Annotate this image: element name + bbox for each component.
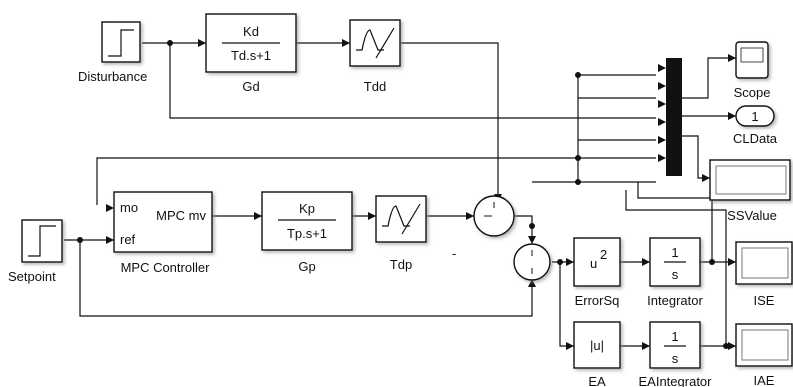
integrator-block[interactable]: 1 s Integrator xyxy=(647,237,703,308)
eaintegrator-label: EAIntegrator xyxy=(639,374,713,387)
tdp-block[interactable]: Tdp xyxy=(375,195,427,272)
gp-denominator: Tp.s+1 xyxy=(287,226,327,241)
disturbance-label: Disturbance xyxy=(78,69,147,84)
errorsq-block[interactable]: u 2 ErrorSq xyxy=(573,237,621,308)
disturbance-block[interactable]: Disturbance xyxy=(78,21,147,84)
integrator-label: Integrator xyxy=(647,293,703,308)
scope-block[interactable]: Scope xyxy=(734,41,771,100)
gp-numerator: Kp xyxy=(299,201,315,216)
mpc-mo-port: mo xyxy=(120,200,138,215)
gd-denominator: Td.s+1 xyxy=(231,48,271,63)
eaintegrator-denominator: s xyxy=(672,351,679,366)
setpoint-label: Setpoint xyxy=(8,269,56,284)
sum1-block[interactable]: - xyxy=(452,195,515,261)
gd-block[interactable]: Kd Td.s+1 Gd xyxy=(205,13,297,94)
gd-label: Gd xyxy=(242,79,259,94)
gp-block[interactable]: Kp Tp.s+1 Gp xyxy=(261,191,353,274)
gp-label: Gp xyxy=(298,259,315,274)
errorsq-label: ErrorSq xyxy=(575,293,620,308)
mpc-controller-label: MPC Controller xyxy=(121,260,211,275)
errorsq-u-symbol: u xyxy=(590,256,597,271)
tdd-block[interactable]: Tdd xyxy=(349,19,401,94)
junction-dots xyxy=(77,40,729,349)
gd-numerator: Kd xyxy=(243,24,259,39)
iae-block[interactable]: IAE xyxy=(735,323,793,387)
ea-block[interactable]: |u| EA xyxy=(573,321,621,387)
ise-block[interactable]: ISE xyxy=(735,241,793,308)
scope-label: Scope xyxy=(734,85,771,100)
arrowheads xyxy=(106,39,736,350)
sum2-block[interactable] xyxy=(513,243,551,281)
eaintegrator-numerator: 1 xyxy=(671,329,678,344)
ea-content: |u| xyxy=(590,338,604,353)
tdd-label: Tdd xyxy=(364,79,386,94)
iae-label: IAE xyxy=(754,373,775,387)
ise-label: ISE xyxy=(754,293,775,308)
cldata-label: CLData xyxy=(733,131,778,146)
ssvalue-label: SSValue xyxy=(727,208,777,223)
ssvalue-block[interactable]: SSValue xyxy=(709,159,791,223)
setpoint-block[interactable]: Setpoint xyxy=(8,219,63,284)
mpc-controller-block[interactable]: mo ref MPC mv MPC Controller xyxy=(113,191,213,275)
eaintegrator-block[interactable]: 1 s EAIntegrator xyxy=(639,321,713,387)
integrator-numerator: 1 xyxy=(671,245,678,260)
tdp-label: Tdp xyxy=(390,257,412,272)
ea-label: EA xyxy=(588,374,606,387)
mpc-mv-port: MPC mv xyxy=(156,208,206,223)
integrator-denominator: s xyxy=(672,267,679,282)
cldata-port-number: 1 xyxy=(751,109,758,124)
errorsq-exponent: 2 xyxy=(600,247,607,262)
mpc-ref-port: ref xyxy=(120,232,136,247)
cldata-block[interactable]: 1 CLData xyxy=(733,105,778,146)
mux-block[interactable] xyxy=(666,58,682,176)
sum1-minus-sign: - xyxy=(452,246,456,261)
